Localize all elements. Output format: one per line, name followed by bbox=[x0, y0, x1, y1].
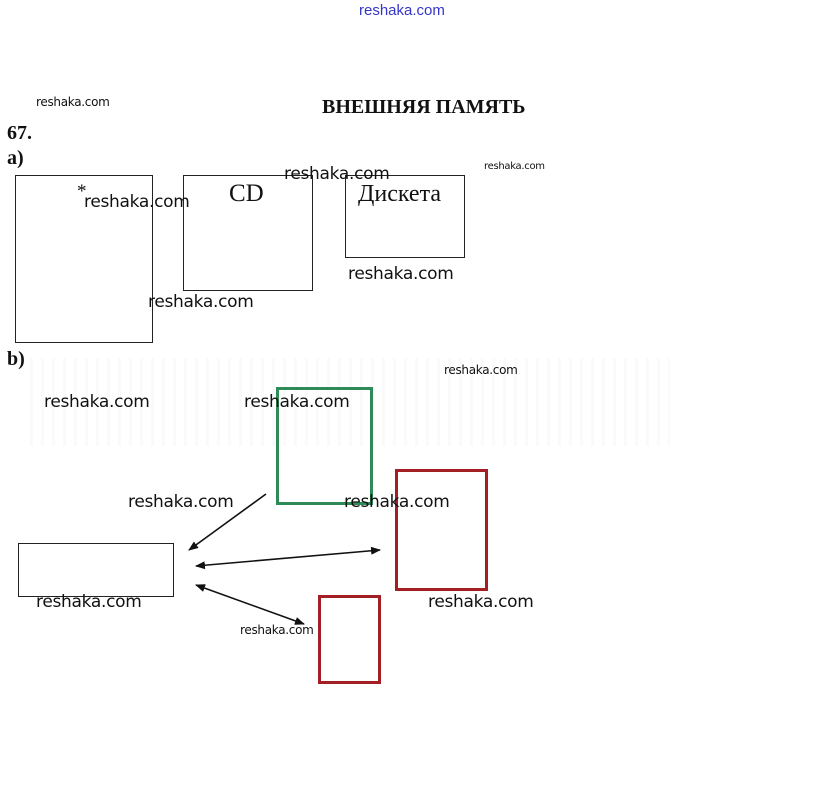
watermark: reshaka.com bbox=[240, 623, 314, 637]
large-red-box bbox=[395, 469, 488, 591]
watermark: reshaka.com bbox=[484, 161, 545, 172]
watermark: reshaka.com bbox=[348, 264, 454, 284]
watermark: reshaka.com bbox=[128, 492, 234, 512]
faded-background-sketch bbox=[30, 358, 670, 446]
watermark: reshaka.com bbox=[148, 292, 254, 312]
watermark: reshaka.com bbox=[36, 95, 110, 109]
watermark: reshaka.com bbox=[284, 164, 390, 184]
watermark: reshaka.com bbox=[36, 592, 142, 612]
cd-box bbox=[183, 175, 313, 291]
watermark: reshaka.com bbox=[84, 192, 190, 212]
site-link[interactable]: reshaka.com bbox=[359, 2, 445, 19]
left-box bbox=[18, 543, 174, 597]
page-title: ВНЕШНЯЯ ПАМЯТЬ bbox=[322, 96, 526, 118]
arrow-left-to-large-red bbox=[195, 546, 381, 570]
watermark: reshaka.com bbox=[444, 363, 518, 377]
arrow-left-to-small-red bbox=[195, 584, 305, 625]
watermark: reshaka.com bbox=[44, 392, 150, 412]
asterisk-label: * bbox=[77, 181, 87, 202]
unlabeled-storage-box bbox=[15, 175, 153, 343]
floppy-label: Дискета bbox=[358, 181, 442, 207]
watermark: reshaka.com bbox=[244, 392, 350, 412]
part-b-label: b) bbox=[7, 348, 25, 370]
watermark: reshaka.com bbox=[428, 592, 534, 612]
watermark: reshaka.com bbox=[344, 492, 450, 512]
cd-label: CD bbox=[229, 180, 264, 207]
part-a-label: a) bbox=[7, 147, 24, 169]
green-box bbox=[276, 387, 373, 505]
arrow-green-to-left bbox=[188, 493, 267, 551]
small-red-box bbox=[318, 595, 381, 684]
floppy-box bbox=[345, 175, 465, 258]
task-number: 67. bbox=[7, 122, 32, 144]
